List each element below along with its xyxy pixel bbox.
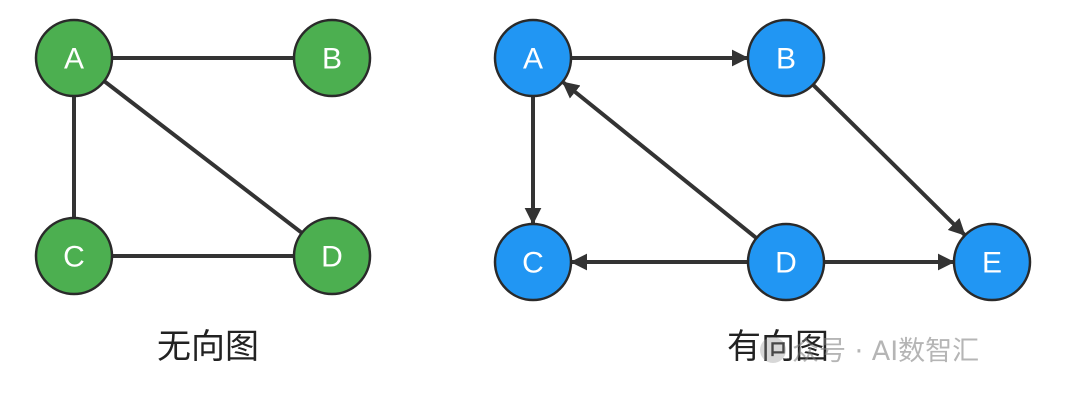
watermark-text: 众号 · AI数智汇 [792, 336, 980, 367]
undirected-graph-caption: 无向图 [157, 327, 259, 367]
directed-node-b: B [746, 18, 826, 98]
undirected-node-b-label: B [322, 43, 342, 76]
directed-node-e-circle [952, 222, 1032, 302]
watermark: 众号 · AI数智汇 [760, 336, 980, 367]
undirected-edge-a-d [102, 79, 304, 235]
undirected-node-c-label: C [63, 241, 85, 274]
directed-node-e: E [952, 222, 1032, 302]
directed-node-d: D [746, 222, 826, 302]
undirected-nodes: A B C D [34, 18, 372, 296]
directed-edge-b-e [811, 83, 966, 237]
directed-edges [524, 49, 966, 271]
undirected-node-d: D [292, 216, 372, 296]
undirected-node-a-circle [34, 18, 114, 98]
directed-node-a-circle [493, 18, 573, 98]
undirected-node-b: B [292, 18, 372, 98]
undirected-edges [72, 56, 304, 258]
undirected-node-a-label: A [64, 43, 84, 76]
directed-node-a-label: A [523, 43, 543, 76]
wechat-icon [760, 336, 786, 363]
directed-node-c: C [493, 222, 573, 302]
undirected-node-b-circle [292, 18, 372, 98]
directed-node-d-label: D [775, 247, 797, 280]
undirected-node-a: A [34, 18, 114, 98]
undirected-node-d-label: D [321, 241, 343, 274]
directed-graph-caption: 有向图 [727, 327, 829, 367]
directed-node-b-circle [746, 18, 826, 98]
directed-node-c-circle [493, 222, 573, 302]
directed-nodes: A B C D E [493, 18, 1032, 302]
undirected-node-c: C [34, 216, 114, 296]
directed-edge-d-a [562, 80, 758, 240]
directed-node-a: A [493, 18, 573, 98]
directed-node-d-circle [746, 222, 826, 302]
directed-node-c-label: C [522, 247, 544, 280]
directed-node-e-label: E [982, 247, 1002, 280]
undirected-node-d-circle [292, 216, 372, 296]
directed-node-b-label: B [776, 43, 796, 76]
undirected-node-c-circle [34, 216, 114, 296]
